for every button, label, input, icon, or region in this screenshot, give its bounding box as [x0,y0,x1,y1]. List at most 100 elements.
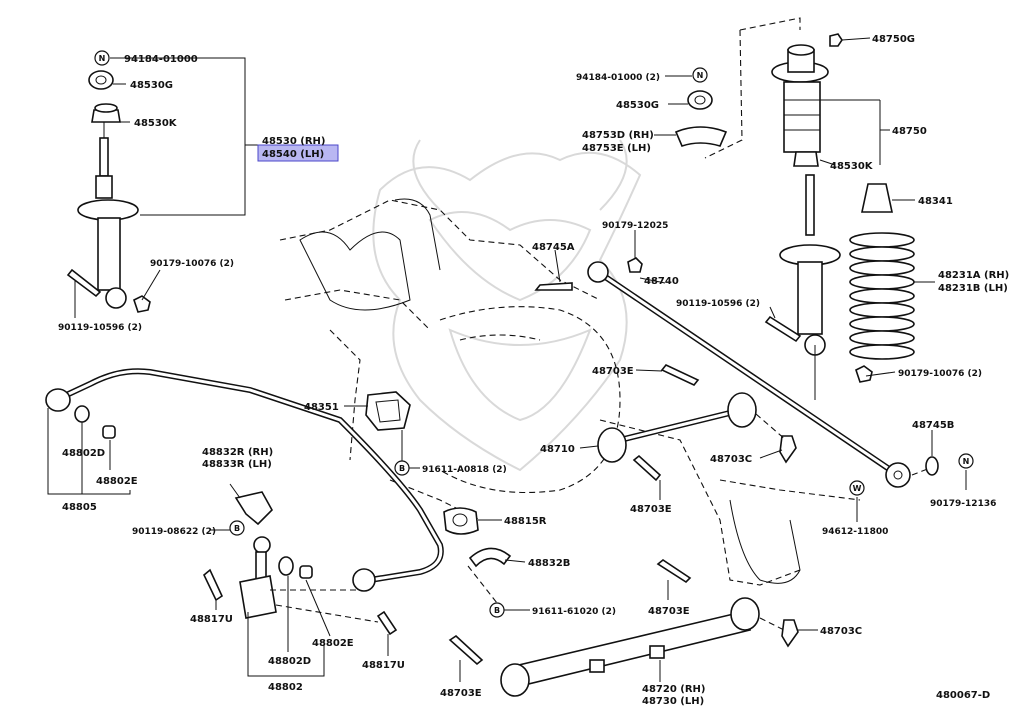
diagram-id: 480067-D [936,690,990,701]
bolt-symbol-91611-a0818: B [394,460,410,476]
left-cushion [88,70,114,90]
part-label-48231b-lh[interactable]: 48231B (LH) [938,283,1008,294]
left-shock-nut [133,295,151,313]
part-label-48753d-rh[interactable]: 48753D (RH) [582,130,654,141]
link-bolt-left-48817u [203,568,224,602]
part-label-48750g[interactable]: 48750G [872,34,915,45]
right-shock-bolt [764,315,802,343]
part-label-48703e-upper[interactable]: 48703E [592,366,634,377]
right-nut-symbol: N [692,67,708,83]
svg-text:N: N [697,71,704,80]
part-label-48753e-lh[interactable]: 48753E (LH) [582,143,651,154]
lower-arm-bolt-upper [656,559,692,584]
part-label-48833r-lh[interactable]: 48833R (LH) [202,459,272,470]
stabilizer-bushing-48802d [74,405,90,423]
part-label-48740[interactable]: 48740 [644,276,679,287]
part-label-90179-12136[interactable]: 90179-12136 [930,499,996,509]
part-label-48802e-stabilizer[interactable]: 48802E [96,476,138,487]
part-label-48341[interactable]: 48341 [918,196,953,207]
part-label-48745a[interactable]: 48745A [532,242,575,253]
part-label-48802e-link[interactable]: 48802E [312,638,354,649]
right-bump-stopper [793,151,819,167]
part-label-48540-lh[interactable]: 48540 (LH) [262,149,324,160]
right-shock-nut [855,365,873,383]
svg-text:W: W [853,484,862,493]
bump-stop-48351 [365,391,411,431]
left-shock-absorber [77,120,139,309]
stabilizer-bushing-48815r [443,507,479,535]
stabilizer-bracket-48832r [234,491,273,526]
link-collar-48802e [299,565,313,579]
part-label-90119-10596-left[interactable]: 90119-10596 (2) [58,323,142,333]
bolt-symbol-90119-08622: B [229,520,245,536]
stabilizer-link [239,536,277,619]
part-label-48817u-right[interactable]: 48817U [362,660,405,671]
part-label-48351[interactable]: 48351 [304,402,339,413]
part-label-90119-08622[interactable]: 90119-08622 (2) [132,527,216,537]
part-label-90179-10076-left[interactable]: 90179-10076 (2) [150,259,234,269]
right-bound-stopper [861,183,893,213]
part-label-91611-a0818[interactable]: 91611-A0818 (2) [422,465,507,475]
part-label-48805[interactable]: 48805 [62,502,97,513]
spring-bracket [674,126,728,147]
svg-text:B: B [234,524,240,533]
part-label-48703e-lower-left[interactable]: 48703E [440,688,482,699]
svg-text:B: B [399,464,405,473]
part-label-48817u-left[interactable]: 48817U [190,614,233,625]
part-label-91611-61020[interactable]: 91611-61020 (2) [532,607,616,617]
lateral-rod-bolt-upper [660,364,700,386]
part-label-48703c-lower[interactable]: 48703C [820,626,862,637]
left-shock-bolt [66,268,102,298]
stabilizer-bar [45,368,444,592]
part-label-48750[interactable]: 48750 [892,126,927,137]
part-label-48745b[interactable]: 48745B [912,420,954,431]
part-label-48815r[interactable]: 48815R [504,516,547,527]
part-label-48720-rh[interactable]: 48720 (RH) [642,684,705,695]
part-label-48802d-stabilizer[interactable]: 48802D [62,448,105,459]
part-label-48530k-left[interactable]: 48530K [134,118,178,129]
part-label-94184-01000-right[interactable]: 94184-01000 (2) [576,73,660,83]
arm-nut-90179-12025 [627,257,643,273]
stabilizer-bracket-48832b [468,547,512,568]
link-bolt-right-48817u [376,610,398,636]
coil-spring [849,232,915,360]
part-label-90179-12025[interactable]: 90179-12025 [602,221,668,231]
lower-arm-bolt-lower [448,634,484,666]
part-label-90179-10076-right[interactable]: 90179-10076 (2) [898,369,982,379]
lower-control-arm [500,597,760,697]
part-label-48530-rh[interactable]: 48530 (RH) [262,136,325,147]
upper-control-arm [587,261,911,488]
part-label-48530k-right[interactable]: 48530K [830,161,874,172]
selected-part-highlight [257,144,339,162]
lateral-rod-bolt-lower [632,454,662,482]
part-label-90119-10596-right[interactable]: 90119-10596 (2) [676,299,760,309]
stabilizer-collar-48802e [102,425,116,439]
svg-text:N: N [963,457,970,466]
svg-text:N: N [99,54,106,63]
part-label-94612-11800[interactable]: 94612-11800 [822,527,888,537]
part-label-48832b[interactable]: 48832B [528,558,570,569]
part-label-48710[interactable]: 48710 [540,444,575,455]
part-label-48231a-rh[interactable]: 48231A (RH) [938,270,1009,281]
right-shock-absorber [779,174,841,356]
axle-housing-outline [279,198,861,586]
part-label-48703e-middle[interactable]: 48703E [630,504,672,515]
washer-48745b [925,456,939,476]
part-label-48530g-right[interactable]: 48530G [616,100,659,111]
lower-arm-nut [781,619,799,648]
part-label-48730-lh[interactable]: 48730 (LH) [642,696,704,707]
part-label-48802d-link[interactable]: 48802D [268,656,311,667]
part-label-48703c-upper[interactable]: 48703C [710,454,752,465]
right-nut-small [829,33,843,47]
part-label-48530g-left[interactable]: 48530G [130,80,173,91]
arm-bolt-48745a [534,282,573,291]
part-label-94184-01000-left[interactable]: 94184-01000 [124,54,198,65]
link-bushing-48802d [278,556,294,576]
part-label-48802[interactable]: 48802 [268,682,303,693]
right-upper-support [771,44,829,153]
bolt-symbol-91611-61020: B [489,602,505,618]
part-label-48832r-rh[interactable]: 48832R (RH) [202,447,273,458]
part-label-48703e-lower-right[interactable]: 48703E [648,606,690,617]
lateral-rod [597,392,757,463]
